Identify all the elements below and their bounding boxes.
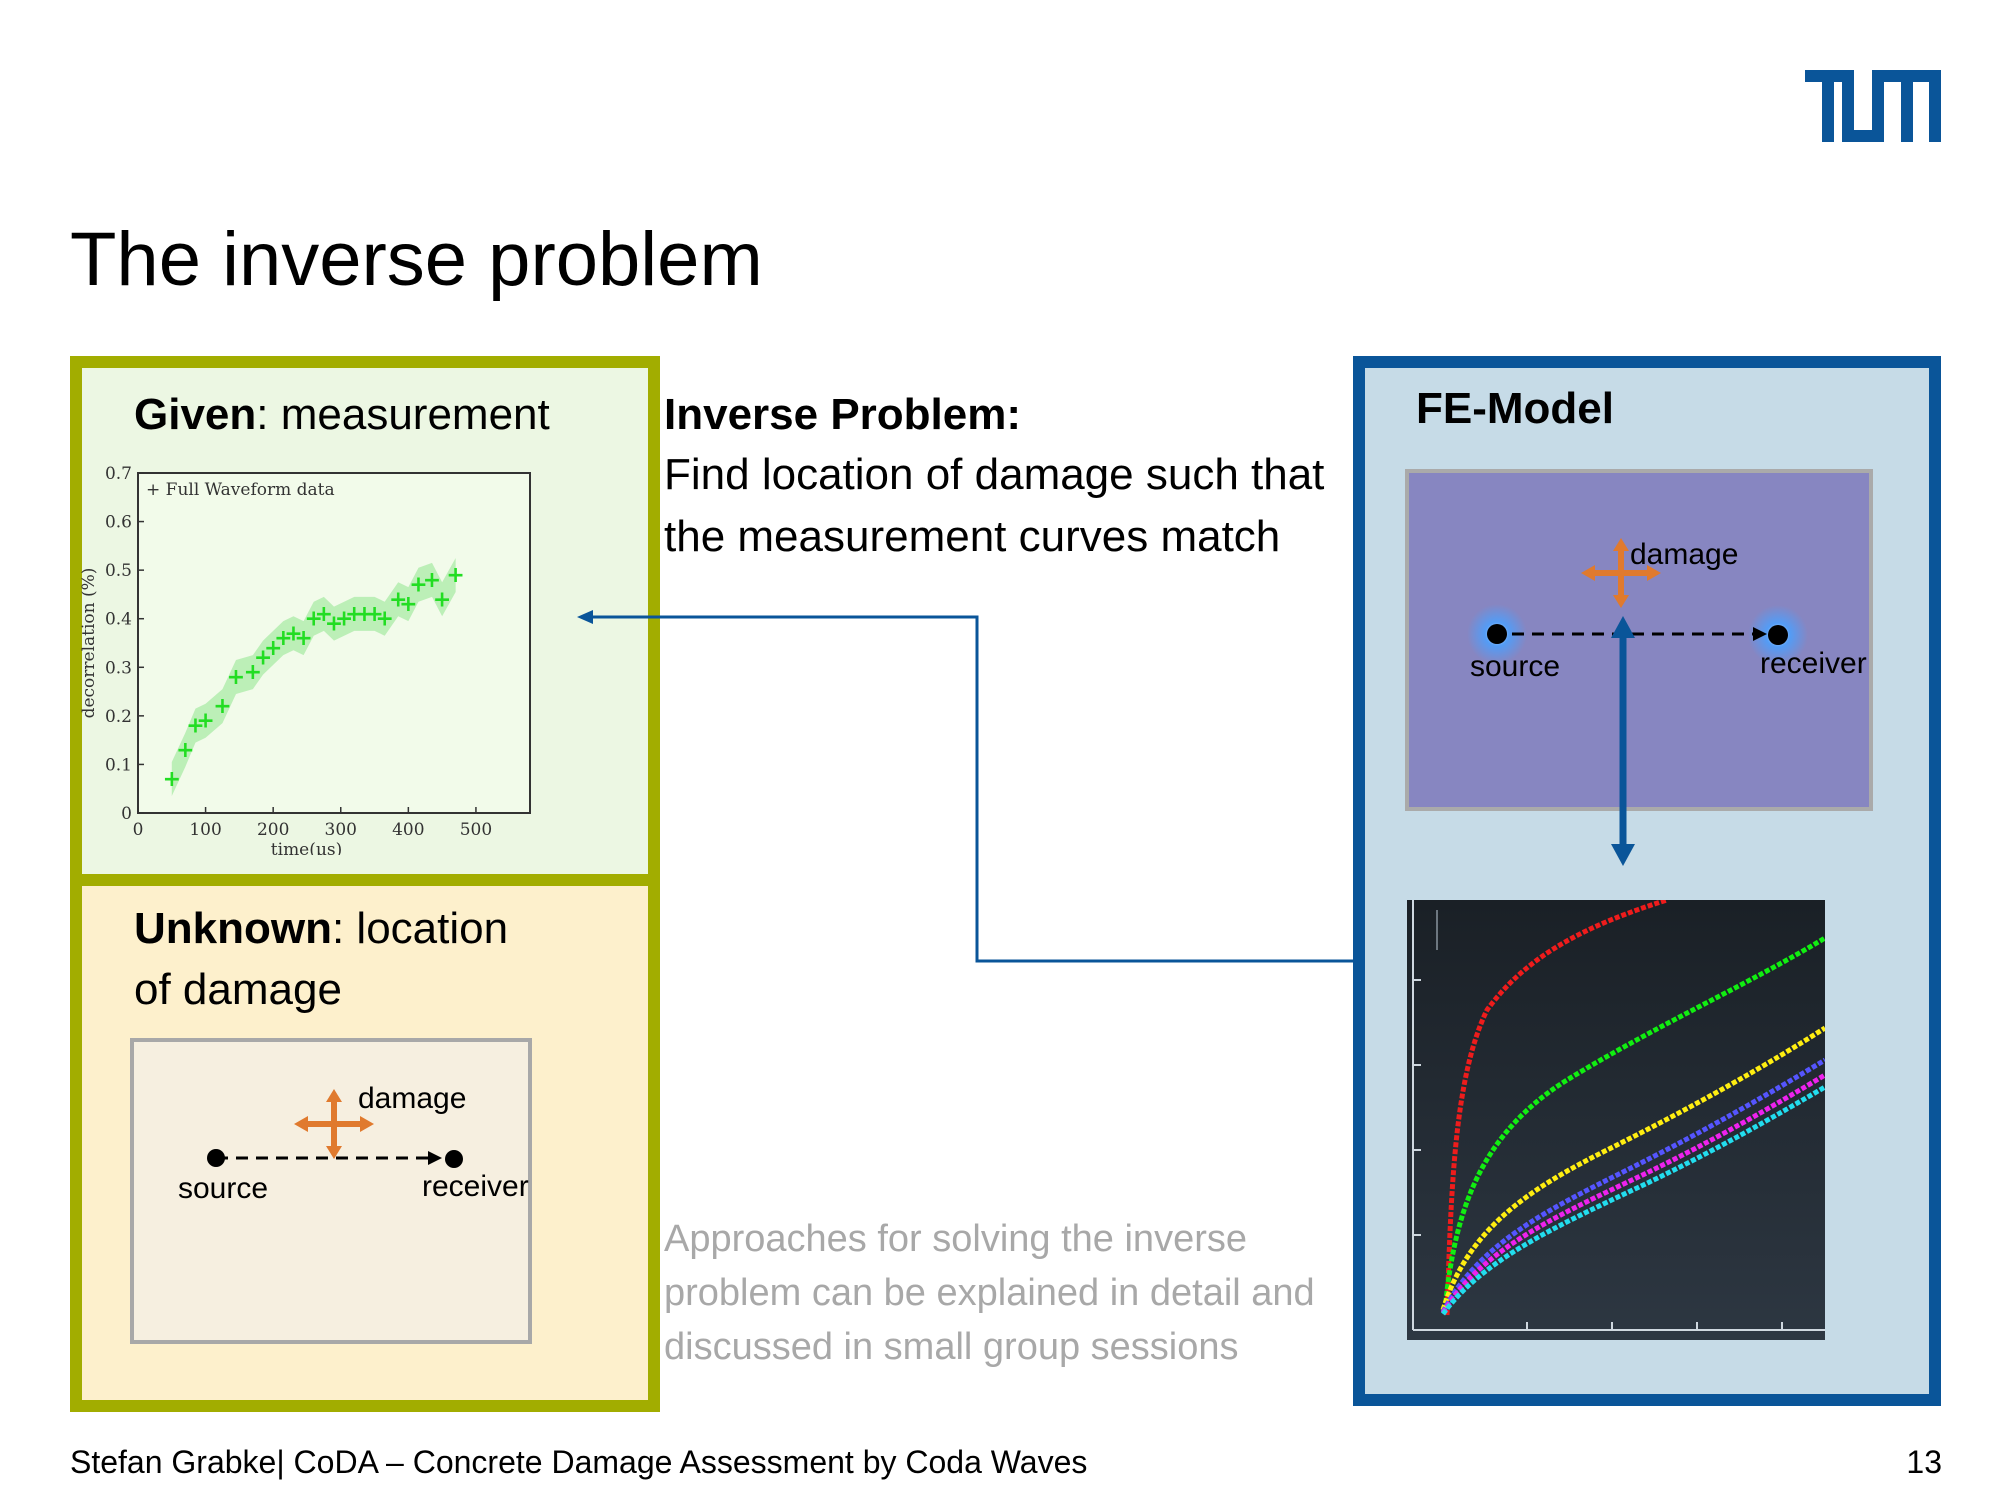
fe-receiver-label: receiver	[1760, 647, 1867, 680]
chart-point: +	[315, 602, 333, 627]
chart-ylabel: decorrelation (%)	[80, 568, 99, 719]
chart-point: +	[244, 660, 262, 685]
footer-text: Stefan Grabke| CoDA – Concrete Damage As…	[70, 1444, 1088, 1480]
simulation-curves	[1412, 900, 1825, 1331]
approaches-line-2: problem can be explained in detail and	[664, 1272, 1315, 1314]
inverse-line-1: Find location of damage such that	[664, 450, 1325, 499]
inverse-problem-title: Inverse Problem:	[664, 390, 1022, 439]
fe-damage-icon	[1581, 538, 1661, 608]
mini-arrow-head	[428, 1151, 442, 1165]
chart-point: +	[446, 563, 464, 588]
chart-ytick-label: 0.4	[105, 610, 132, 630]
fe-source-label: source	[1470, 650, 1561, 683]
chart-point: +	[365, 602, 383, 627]
chart-point: +	[399, 592, 417, 617]
slide-title: The inverse problem	[70, 217, 763, 302]
mini-diagram	[130, 1038, 532, 1344]
chart-ytick-label: 0	[121, 804, 132, 824]
connector-arrow	[577, 610, 1377, 963]
approaches-line-1: Approaches for solving the inverse	[664, 1218, 1247, 1260]
mini-source-dot	[207, 1149, 225, 1167]
chart-point: +	[433, 587, 451, 612]
chart-point: +	[375, 607, 393, 632]
chart-ytick-label: 0.1	[105, 755, 132, 775]
mini-receiver-dot	[445, 1150, 463, 1168]
chart-xtick-label: 100	[189, 820, 221, 840]
page-number: 13	[1906, 1444, 1942, 1480]
chart-plot-area	[137, 472, 531, 814]
given-bold: Given	[134, 390, 257, 439]
chart-point: +	[409, 573, 427, 598]
mini-source-label: source	[178, 1172, 269, 1205]
chart-point: +	[186, 714, 204, 739]
chart-ytick-label: 0.6	[105, 513, 132, 533]
chart-point: +	[213, 694, 231, 719]
mini-diagram-graphic	[207, 1089, 463, 1168]
tum-logo	[1805, 70, 1941, 142]
unknown-bold: Unknown	[134, 904, 332, 953]
chart-point: +	[254, 646, 272, 671]
mini-damage-icon	[294, 1089, 374, 1159]
fe-vertical-arrow	[1611, 616, 1635, 866]
fe-source-dot	[1487, 624, 1507, 644]
inverse-line-2: the measurement curves match	[664, 512, 1281, 561]
chart-point: +	[264, 636, 282, 661]
fe-arrow-head	[1753, 627, 1767, 641]
chart-xtick-label: 0	[133, 820, 144, 840]
measurement-chart: 0 100 200 300 400 500 0 0.1 0.2 0.3 0.4 0.5 0.6 0.7 ti…	[80, 464, 531, 855]
chart-point: +	[196, 709, 214, 734]
chart-xtick-label: 500	[460, 820, 492, 840]
chart-legend: + Full Waveform data	[146, 480, 335, 500]
chart-xlabel: time(µs)	[271, 840, 343, 855]
chart-xtick-label: 400	[392, 820, 424, 840]
chart-point: +	[325, 612, 343, 637]
given-rest: : measurement	[256, 390, 550, 439]
fe-model-graphic	[1467, 538, 1808, 665]
approaches-line-3: discussed in small group sessions	[664, 1326, 1239, 1368]
chart-point: +	[163, 767, 181, 792]
chart-xtick-label: 200	[257, 820, 289, 840]
chart-ytick-label: 0.3	[105, 658, 132, 678]
chart-point: +	[227, 665, 245, 690]
chart-ytick-label: 0.2	[105, 707, 132, 727]
unknown-label: Unknown: location of damage	[134, 898, 508, 1020]
fe-receiver-dot	[1768, 625, 1788, 645]
unknown-line2: of damage	[134, 965, 342, 1014]
chart-point: +	[294, 626, 312, 651]
chart-point: +	[389, 587, 407, 612]
fe-model-title: FE-Model	[1416, 384, 1614, 433]
chart-point: +	[423, 568, 441, 593]
unknown-rest: : location	[331, 904, 509, 953]
mini-receiver-label: receiver	[422, 1170, 529, 1203]
chart-ytick-label: 0.7	[105, 464, 132, 484]
chart-point: +	[284, 621, 302, 646]
chart-point: +	[345, 602, 363, 627]
given-label: Given: measurement	[134, 390, 550, 440]
chart-xtick-label: 300	[325, 820, 357, 840]
chart-ytick-label: 0.5	[105, 561, 132, 581]
chart-point: +	[274, 626, 292, 651]
chart-point: +	[305, 607, 323, 632]
chart-point: +	[176, 738, 194, 763]
chart-band	[171, 558, 456, 796]
chart-point: +	[335, 607, 353, 632]
fe-damage-label: damage	[1630, 538, 1739, 571]
mini-damage-label: damage	[358, 1082, 467, 1115]
chart-point: +	[355, 602, 373, 627]
